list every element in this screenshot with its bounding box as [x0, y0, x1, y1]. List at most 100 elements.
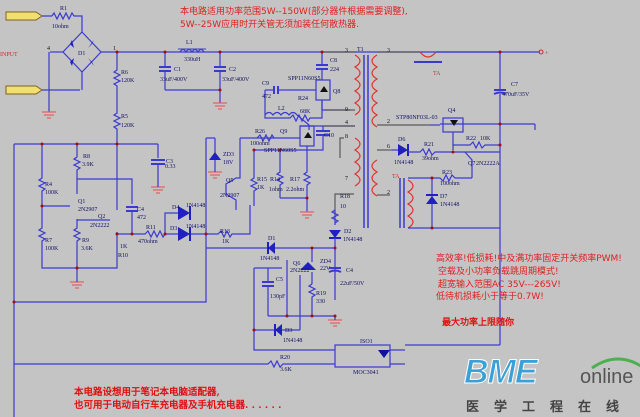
current-transformer-ta	[399, 51, 500, 229]
label-q6-ref: Q6	[293, 261, 300, 267]
label-d2-ref: D2	[344, 229, 351, 235]
label-q7-value: 2N2222A	[476, 161, 500, 167]
label-d6-ref: D6	[398, 137, 405, 143]
label-c4b-value: 22uF/50V	[340, 281, 365, 287]
label-c4-ref: C4	[137, 207, 144, 213]
mosfet-q8-q9	[205, 52, 355, 219]
label-r5-ref: R5	[121, 114, 128, 120]
label-c8-ref: C8	[330, 58, 337, 64]
note-max-power: 最大功率上限随你	[442, 318, 515, 328]
label-r14-ref: R14	[270, 177, 280, 183]
label-q4-value: STP80NF03L-03	[396, 115, 438, 121]
label-r18-value: 10	[340, 204, 346, 210]
label-q6-value: 2N2222	[290, 268, 309, 274]
secondary-output	[392, 49, 544, 345]
label-q7-ref: Q7	[468, 161, 475, 167]
pin-label: 3	[345, 48, 348, 54]
logo-suffix: online	[580, 366, 634, 388]
label-r4-value: 100K	[45, 190, 59, 196]
label-q5-value: 2N2907	[220, 193, 239, 199]
ground-symbol	[42, 111, 56, 119]
label-zd3-ref: ZD3	[223, 152, 234, 158]
label-d2-value: 1N4148	[343, 237, 362, 243]
label-d3b-ref: D3	[285, 328, 292, 334]
label-d6-value: 1N4148	[394, 160, 413, 166]
label-q8-value: SPP11N60S5	[288, 76, 320, 82]
label-c4-value: 472	[137, 215, 146, 221]
label-r20-value: 3.6K	[280, 367, 293, 373]
bridge-rectifier-d1	[48, 31, 500, 112]
label-c2-value: 33uF/400V	[222, 77, 250, 83]
label-c10-ref: C10	[324, 133, 334, 139]
logo-subtitle: 医学工程在线	[466, 400, 635, 415]
label-zd3-value: 18V	[223, 160, 234, 166]
label-r21-value: 39ohm	[422, 156, 439, 162]
label-c7-value: 470uF/35V	[502, 92, 530, 98]
inductor-l1	[178, 48, 206, 54]
input-connector-top	[5, 11, 52, 21]
label-c7-ref: C7	[511, 82, 518, 88]
label-c3-value: 0.33	[165, 164, 176, 170]
label-r4-ref: R4	[45, 182, 52, 188]
label-r15-ref: R15	[257, 177, 267, 183]
label-r6-value: 120K	[121, 78, 135, 84]
label-r13-ref: R13	[220, 229, 230, 235]
label-r22-ref: R22	[466, 136, 476, 142]
feature-4: 低待机损耗小于等于0.7W!	[436, 292, 544, 302]
pin-label: 8	[345, 134, 348, 140]
label-l1-value: 330uH	[184, 57, 201, 63]
pin-label: 1	[113, 46, 116, 52]
label-r10-value: 1K	[120, 244, 128, 250]
control-wiring	[13, 143, 251, 417]
label-r23-value: 100ohm	[440, 181, 460, 187]
label-r18-ref: R18	[340, 194, 350, 200]
feedback-wiring	[14, 209, 500, 369]
label-r14-value: 1ohm	[269, 187, 283, 193]
label-q5-ref: Q5	[226, 178, 233, 184]
pin-label: 6	[387, 144, 390, 150]
label-r10-ref: R10	[118, 253, 128, 259]
note-power-range: 本电路适用功率范围5W--150W(部分器件根据需要调整),	[180, 7, 408, 17]
label-c3-ref: C3	[166, 159, 173, 165]
feature-2: 空载及小功率负载跳周期模式!	[438, 267, 559, 277]
capacitor-c1	[159, 52, 171, 90]
label-c9-value: 472	[262, 94, 271, 100]
label-zd4-value: 22V	[320, 266, 331, 272]
label-zd4-ref: ZD4	[320, 259, 331, 265]
label-r11-value: 470ohm	[138, 239, 158, 245]
label-r8-ref: R8	[83, 154, 90, 160]
feature-3: 超宽输入范围AC 35V---265V!	[438, 280, 561, 290]
label-r21-ref: R21	[424, 142, 434, 148]
label-r9-value: 3.6K	[81, 246, 94, 252]
label-q9-value: SPP11N60S5	[264, 148, 296, 154]
label-c4b-ref: C4	[346, 268, 353, 274]
label-c2-ref: C2	[229, 67, 236, 73]
label-r7-value: 100K	[45, 246, 59, 252]
label-r9-ref: R9	[82, 238, 89, 244]
label-c1-value: 33uF/400V	[160, 77, 188, 83]
label-q9-ref: Q9	[280, 129, 287, 135]
label-r7-ref: R7	[45, 238, 52, 244]
pin-label: 2	[387, 119, 390, 125]
note-usage-1: 本电路设想用于笔记本电脑适配器,	[74, 387, 220, 398]
label-q8-ref: Q8	[333, 89, 340, 95]
label-t1-ref: T1	[357, 47, 364, 53]
label-d1b-value: 1N4148	[260, 256, 279, 262]
label-ta-top: TA	[433, 71, 441, 77]
label-r26-ref: R26	[255, 129, 265, 135]
label-l1-ref: L1	[186, 40, 193, 46]
note-heatsink: 5W--25W应用时开关管无须加装任何散热器.	[180, 20, 359, 30]
pin-label: 3	[387, 48, 390, 54]
label-d3-ref: D3	[170, 226, 177, 232]
note-usage-2: 也可用于电动自行车充电器及手机充电器. . . . . .	[74, 400, 282, 411]
label-r6-ref: R6	[121, 70, 128, 76]
diodes-d4-d3	[178, 206, 191, 241]
pin-label: 4	[47, 46, 50, 52]
label-r19-ref: R19	[316, 291, 326, 297]
pin-label: 7	[345, 176, 348, 182]
label-q1-ref: Q1	[78, 199, 85, 205]
label-d7-ref: D7	[440, 194, 447, 200]
resistor-r1	[51, 11, 83, 32]
resistor-chain-r6-r5	[112, 52, 122, 144]
